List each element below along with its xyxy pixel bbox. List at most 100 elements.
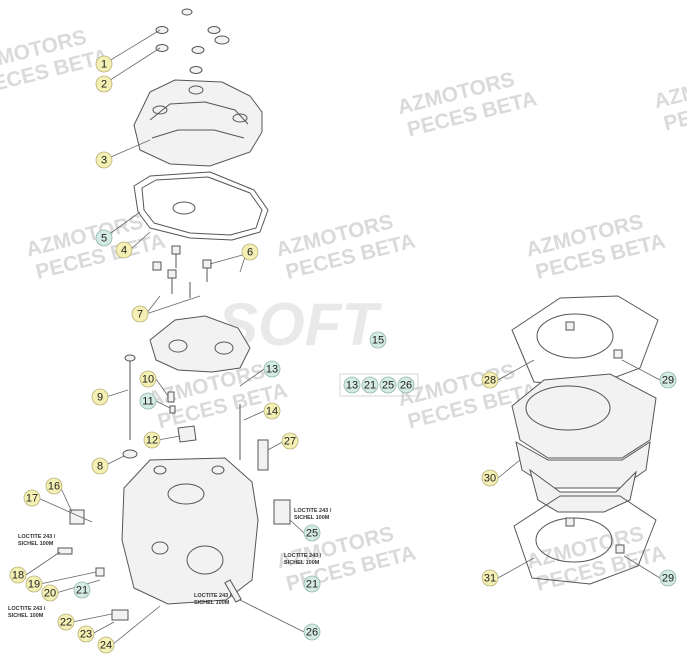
svg-text:SICHEL 100M: SICHEL 100M	[8, 613, 44, 619]
callout-27: 27	[281, 432, 299, 450]
valve-cover	[133, 79, 263, 167]
callout-circle	[343, 376, 361, 394]
callout-circle	[481, 371, 499, 389]
callout-26: 26	[303, 623, 321, 641]
callout-1: 1	[95, 55, 113, 73]
callout-number: 24	[100, 640, 112, 652]
callout-circle	[303, 575, 321, 593]
loctite-note-5: LOCTITE 243 /	[194, 593, 232, 599]
callout-19: 19	[25, 575, 43, 593]
callout-circle	[57, 613, 75, 631]
callout-circle	[41, 584, 59, 602]
callout-number: 12	[146, 435, 158, 447]
callout-number: 28	[484, 375, 496, 387]
svg-text:SICHEL 100M: SICHEL 100M	[294, 515, 330, 521]
callout-circle	[25, 575, 43, 593]
callout-circle	[91, 388, 109, 406]
callout-31: 31	[481, 569, 499, 587]
kit-callout-25: 25	[379, 376, 397, 394]
callout-12: 12	[143, 431, 161, 449]
callout-circle	[303, 524, 321, 542]
callout-circle	[659, 371, 677, 389]
callout-number: 22	[60, 617, 72, 629]
svg-text:AZMOTORS: AZMOTORS	[652, 62, 687, 113]
kit-group-frame	[339, 373, 419, 397]
callout-number: 20	[44, 588, 56, 600]
callout-number: 21	[306, 579, 318, 591]
callout-number: 4	[121, 245, 127, 257]
callout-number: 21	[76, 585, 88, 597]
callout-9: 9	[91, 388, 109, 406]
callout-number: 25	[306, 528, 318, 540]
callout-number: 26	[306, 627, 318, 639]
callout-circle	[45, 477, 63, 495]
callout-circle	[263, 402, 281, 420]
callout-circle	[73, 581, 91, 599]
callout-circle	[481, 469, 499, 487]
callout-number: 21	[364, 380, 376, 392]
callout-circle	[659, 569, 677, 587]
callout-2: 2	[95, 75, 113, 93]
callout-circle	[91, 457, 109, 475]
callout-circle	[131, 305, 149, 323]
loctite-note-2: LOCTITE 243 /	[8, 606, 46, 612]
callout-number: 14	[266, 406, 278, 418]
callout-14: 14	[263, 402, 281, 420]
callout-circle	[361, 376, 379, 394]
callout-number: 25	[382, 380, 394, 392]
kit-callout-layer: 13 21 25 26	[343, 376, 415, 394]
callout-5: 5	[95, 229, 113, 247]
callout-circle	[379, 376, 397, 394]
callout-circle	[23, 489, 41, 507]
callout-8: 8	[91, 457, 109, 475]
callout-circle	[139, 370, 157, 388]
callout-24: 24	[97, 636, 115, 654]
callout-15: 15	[369, 331, 387, 349]
watermark: AZMOTORS PECES BETA	[0, 26, 111, 100]
callout-17: 17	[23, 489, 41, 507]
valve-cover-gasket	[133, 171, 269, 241]
watermark: AZMOTORS PECES BETA	[395, 68, 539, 142]
base-gasket	[513, 495, 657, 585]
callout-number: 26	[400, 380, 412, 392]
callout-11: 11	[139, 392, 157, 410]
callout-number: 7	[137, 309, 143, 321]
left-assembly	[57, 8, 291, 621]
watermark: AZMOTORS PECES BETA	[274, 210, 418, 284]
loctite-note-3: LOCTITE 243 /	[294, 508, 332, 514]
callout-number: 15	[372, 335, 384, 347]
callout-number: 29	[662, 573, 674, 585]
callout-circle	[241, 243, 259, 261]
callout-6: 6	[241, 243, 259, 261]
callout-28: 28	[481, 371, 499, 389]
callout-number: 29	[662, 375, 674, 387]
callout-29a: 29	[659, 371, 677, 389]
callout-circle	[303, 623, 321, 641]
watermark: AZMOTORS PECES BETA	[24, 210, 168, 284]
callout-21a: 21	[73, 581, 91, 599]
loctite-notes: LOCTITE 243 / SICHEL 100M LOCTITE 243 / …	[8, 508, 332, 619]
callout-18: 18	[9, 566, 27, 584]
callout-number: 9	[97, 392, 103, 404]
callout-number: 3	[101, 155, 107, 167]
kit-callout-21: 21	[361, 376, 379, 394]
head-gasket	[511, 295, 659, 387]
callout-20: 20	[41, 584, 59, 602]
callout-number: 1	[101, 59, 107, 71]
callout-circle	[77, 625, 95, 643]
callout-circle	[95, 229, 113, 247]
watermark: AZMOTORS PECES BETA	[652, 62, 687, 136]
callout-21b: 21	[303, 575, 321, 593]
callout-number: 13	[346, 380, 358, 392]
callout-circle	[115, 241, 133, 259]
callout-number: 13	[266, 364, 278, 376]
callout-circle	[143, 431, 161, 449]
callout-13: 13	[263, 360, 281, 378]
callout-29b: 29	[659, 569, 677, 587]
leader-lines	[25, 29, 661, 646]
callout-number: 27	[284, 436, 296, 448]
callout-30: 30	[481, 469, 499, 487]
cylinder	[511, 373, 657, 459]
